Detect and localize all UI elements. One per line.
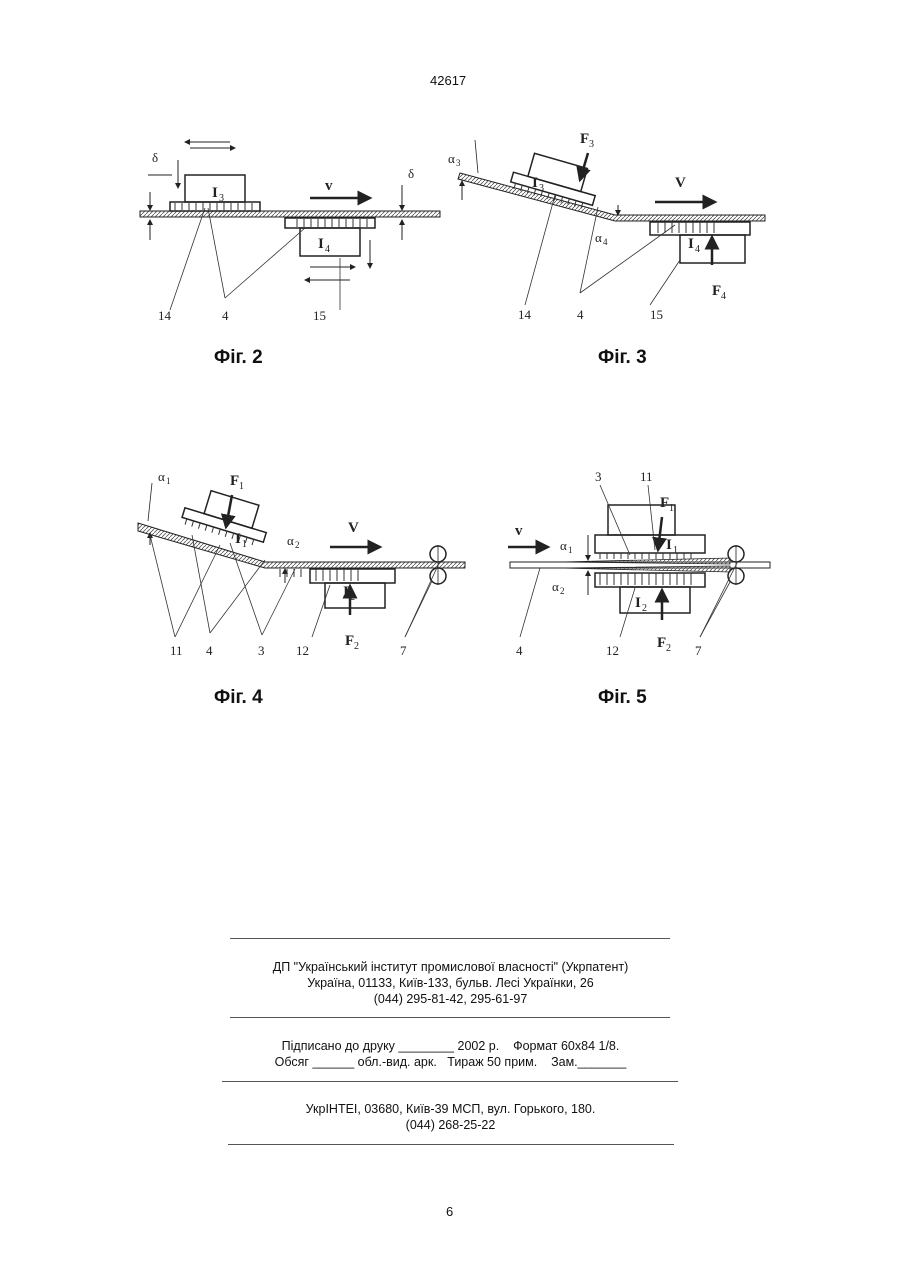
publisher-line-1: ДП "Український інститут промислової вла… [0, 959, 901, 975]
figure-2-label: 14 [158, 308, 172, 323]
figure-4-label: 3 [258, 643, 265, 658]
page-number: 6 [446, 1204, 453, 1219]
figure-5-label: I [635, 595, 641, 611]
figure-3-label: α [595, 230, 602, 245]
figure-3-label: V [675, 175, 686, 191]
figure-4-label: 12 [296, 643, 309, 658]
figure-5-label: I [666, 537, 672, 553]
figure-5-label: 1 [669, 503, 674, 514]
figure-2-label: 4 [325, 244, 330, 255]
figure-4-label: I [235, 531, 241, 547]
figure-3-caption: Фіг. 3 [598, 347, 647, 369]
rule-2 [230, 1017, 670, 1018]
figure-5-label: 7 [695, 643, 702, 658]
figure-5-label: 4 [516, 643, 523, 658]
figure-5-label: v [515, 523, 523, 539]
figure-2-label: 3 [219, 193, 224, 204]
figure-2-label: I [212, 185, 218, 201]
figure-3-drawing: I3 F3 α3 V I4 F4 α4 14 4 15 [440, 125, 770, 325]
figure-3-label: 4 [695, 244, 700, 255]
figure-3-label: F [580, 131, 589, 147]
figure-2-label: v [325, 178, 333, 194]
figure-5-label: α [552, 579, 559, 594]
figure-4-drawing: I1 F1 α1 α2 V I2 F2 11 4 3 12 7 [130, 465, 470, 665]
figure-2-label: 15 [313, 308, 326, 323]
figure-5-label: 11 [640, 469, 653, 484]
figure-4-label: V [348, 520, 359, 536]
figure-4-label: 2 [295, 540, 300, 550]
figure-5-label: 2 [560, 586, 565, 596]
figure-4-caption: Фіг. 4 [214, 687, 263, 709]
figure-3-label: 15 [650, 307, 663, 322]
figure-4-label: 1 [166, 476, 171, 486]
figure-5-label: 3 [595, 469, 602, 484]
figure-3-label: I [688, 236, 694, 252]
figure-5-label: 1 [568, 545, 573, 555]
figure-5-drawing: v I1 F1 3 11 α1 α2 I2 F2 4 12 7 [500, 465, 800, 665]
figure-3-label: I [532, 175, 538, 191]
figure-3-label: F [712, 283, 721, 299]
publisher-line-3: (044) 295-81-42, 295-61-97 [0, 991, 901, 1007]
figure-2-label: 4 [222, 308, 229, 323]
figure-5-label: F [657, 635, 666, 651]
figure-5-label: 2 [642, 603, 647, 614]
figure-5-label: F [660, 495, 669, 511]
figure-2-drawing: I3 δ v I4 δ 14 4 15 [130, 130, 450, 330]
print-info-line-2: Обсяг ______ обл.-вид. арк. Тираж 50 при… [0, 1054, 901, 1070]
figure-3-label: α [448, 151, 455, 166]
figure-4-label: F [230, 473, 239, 489]
figure-4-label: I [343, 584, 349, 600]
figure-3-label: 4 [721, 291, 726, 302]
printer-line-1: УкрІНТЕІ, 03680, Київ-39 МСП, вул. Горьк… [0, 1101, 901, 1117]
publisher-block: ДП "Український інститут промислової вла… [0, 959, 901, 1007]
figure-4-label: 1 [242, 539, 247, 550]
figure-3-label: 4 [603, 237, 608, 247]
figure-2-label: δ [408, 166, 414, 181]
figure-4-label: 4 [206, 643, 213, 658]
print-info-block: Підписано до друку ________ 2002 р. Форм… [0, 1038, 901, 1070]
rule-4 [228, 1144, 674, 1145]
figure-4-label: 1 [239, 481, 244, 492]
rule-3 [222, 1081, 678, 1082]
figure-3-label: 14 [518, 307, 532, 322]
figure-4-label: 7 [400, 643, 407, 658]
figure-3-label: 3 [456, 158, 461, 168]
rule-1 [230, 938, 670, 939]
figure-3-label: 4 [577, 307, 584, 322]
figure-3-label: 3 [589, 139, 594, 150]
figure-5-caption: Фіг. 5 [598, 687, 647, 709]
figure-2-caption: Фіг. 2 [214, 347, 263, 369]
figure-2-label: δ [152, 150, 158, 165]
figure-4-label: 2 [354, 641, 359, 652]
publisher-line-2: Україна, 01133, Київ-133, бульв. Лесі Ук… [0, 975, 901, 991]
figure-5-label: α [560, 538, 567, 553]
figure-4-label: F [345, 633, 354, 649]
figure-4-label: α [287, 533, 294, 548]
figure-2-label: I [318, 236, 324, 252]
print-info-line-1: Підписано до друку ________ 2002 р. Форм… [0, 1038, 901, 1054]
figure-5-label: 1 [673, 545, 678, 556]
printer-block: УкрІНТЕІ, 03680, Київ-39 МСП, вул. Горьк… [0, 1101, 901, 1133]
figure-5-label: 2 [666, 643, 671, 654]
figure-4-label: 11 [170, 643, 183, 658]
figure-3-label: 3 [539, 183, 544, 194]
figure-4-label: α [158, 469, 165, 484]
patent-number: 42617 [430, 73, 466, 88]
figure-5-label: 12 [606, 643, 619, 658]
printer-line-2: (044) 268-25-22 [0, 1117, 901, 1133]
